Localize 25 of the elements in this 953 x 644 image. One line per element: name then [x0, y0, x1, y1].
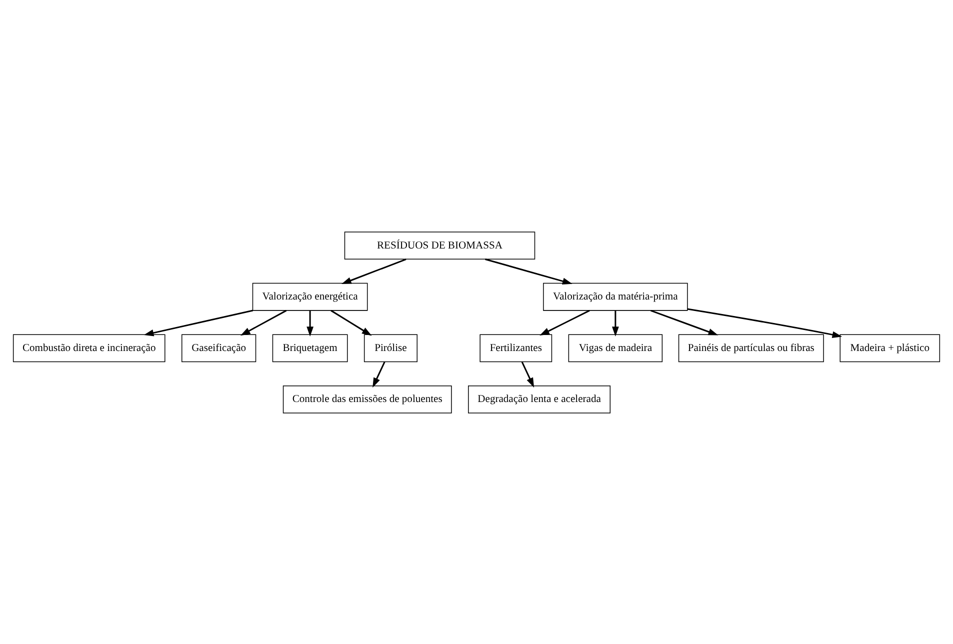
node-box: Painéis de partículas ou fibras	[678, 334, 824, 362]
node-box: Degradação lenta e acelerada	[468, 384, 611, 413]
arrow	[650, 309, 718, 335]
node-box: Combustão direta e incineração	[12, 334, 166, 362]
arrow	[144, 309, 254, 336]
arrow	[372, 361, 386, 388]
node-box: Fertilizantes	[480, 334, 552, 362]
node-box: Madeira + plástico	[840, 334, 940, 362]
node-box: Valorização da matéria-prima	[543, 282, 688, 310]
node-box: Vigas de madeira	[568, 334, 663, 362]
arrow	[540, 309, 590, 336]
node-box: Pirólise	[364, 334, 418, 362]
arrow	[687, 308, 842, 338]
node-box: Controle das emissões de poluentes	[282, 384, 452, 413]
node-box: Gaseificação	[181, 334, 256, 362]
node-box: Briquetagem	[272, 334, 348, 362]
arrow	[521, 361, 534, 388]
arrow	[240, 309, 287, 336]
node-box: Valorização energética	[252, 282, 368, 310]
arrow	[330, 309, 372, 336]
arrow	[341, 258, 406, 284]
arrow	[612, 310, 619, 336]
arrow	[306, 310, 314, 336]
arrow	[485, 258, 572, 284]
node-box: RESÍDUOS DE BIOMASSA	[344, 231, 536, 260]
